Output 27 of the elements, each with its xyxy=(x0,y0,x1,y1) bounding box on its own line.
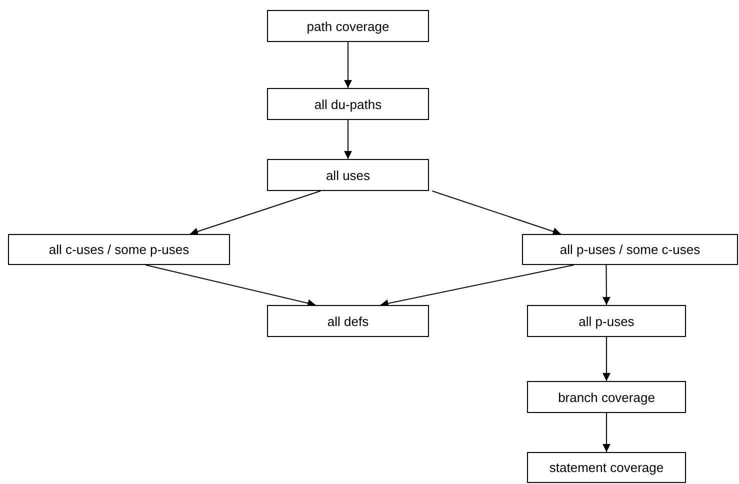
box-label: all uses xyxy=(326,168,370,182)
process-box xyxy=(527,381,686,413)
arrow xyxy=(432,190,562,236)
process-box xyxy=(8,234,230,265)
process-box xyxy=(267,88,429,120)
arrow xyxy=(380,264,574,308)
process-box xyxy=(527,305,686,337)
box-label: all c-uses / some p-uses xyxy=(48,242,190,257)
process-box xyxy=(267,159,429,191)
box-label: all p-uses / some c-uses xyxy=(560,242,700,257)
process-box xyxy=(267,10,429,42)
arrow xyxy=(602,336,610,382)
process-box xyxy=(522,234,738,265)
box-label: all p-uses xyxy=(578,314,634,328)
arrow xyxy=(602,412,610,452)
box-label: branch coverage xyxy=(558,390,655,404)
box-label: statement coverage xyxy=(549,460,664,475)
arrow xyxy=(145,264,316,308)
box-label: all du-paths xyxy=(314,96,382,112)
arrow xyxy=(344,120,352,160)
process-box xyxy=(267,305,429,337)
box-label: all defs xyxy=(327,314,369,328)
process-box xyxy=(527,452,686,483)
arrow xyxy=(602,264,610,306)
box-label: path coverage xyxy=(306,18,390,34)
arrow xyxy=(344,42,352,88)
arrow xyxy=(190,190,321,236)
